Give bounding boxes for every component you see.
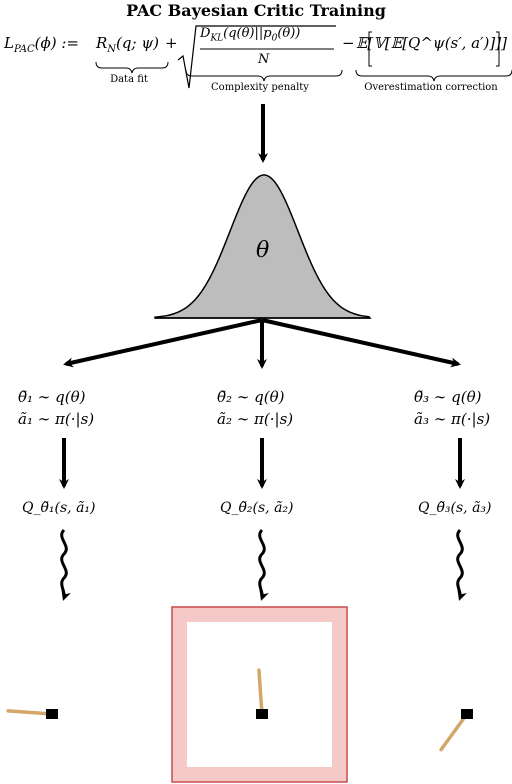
squiggle-arrow-2	[258, 528, 269, 601]
arrow-to-branch-3	[261, 318, 461, 368]
q-value-2: Q_θ̃₂(s, ã₂)	[220, 500, 294, 516]
action-sample-3: ã₃ ∼ π(·|s)	[414, 410, 491, 428]
theta-sample-2: θ̃₂ ∼ q(θ)	[217, 388, 285, 406]
squiggle-arrow-3	[456, 528, 467, 601]
distribution-symbol: θ	[256, 238, 270, 263]
arrow-to-branch-1	[63, 318, 263, 368]
pendulum-environment-2	[256, 668, 268, 719]
formula-complexity-denominator: N	[258, 52, 270, 67]
pendulum-rod	[257, 668, 264, 716]
right-bracket	[496, 31, 500, 67]
squiggle-arrow-1	[60, 528, 71, 601]
pendulum-pivot	[46, 709, 58, 719]
theta-sample-3: θ̃₃ ∼ q(θ)	[414, 388, 482, 406]
left-bracket	[368, 31, 372, 67]
action-sample-2: ã₂ ∼ π(·|s)	[217, 410, 294, 428]
pendulum-environment-3	[439, 709, 473, 752]
complexity-brace	[185, 69, 343, 82]
formula-plus: +	[165, 34, 178, 52]
pendulum-pivot	[461, 709, 473, 719]
q-value-3: Q_θ̃₃(s, ã₃)	[418, 500, 492, 516]
formula-data-fit-term: RN(q; ψ)	[96, 34, 159, 55]
data-fit-brace	[95, 61, 169, 74]
diagram-title: PAC Bayesian Critic Training	[126, 1, 386, 20]
pendulum-rod	[439, 712, 469, 752]
pendulum-pivot	[256, 709, 268, 719]
q-value-1: Q_θ̃₁(s, ã₁)	[22, 500, 96, 516]
formula-minus: −	[342, 34, 355, 52]
gaussian-distribution	[154, 174, 372, 319]
overestimation-correction-label: Overestimation correction	[364, 82, 498, 93]
data-fit-label: Data fit	[110, 74, 148, 85]
complexity-penalty-label: Complexity penalty	[211, 82, 309, 93]
sqrt-symbol	[177, 25, 336, 89]
action-sample-1: ã₁ ∼ π(·|s)	[18, 410, 95, 428]
overestimation-brace	[355, 69, 512, 82]
theta-sample-1: θ̃₁ ∼ q(θ)	[18, 388, 86, 406]
formula-lhs: LPAC(ϕ) :=	[4, 34, 79, 55]
formula-overestimation-term: 𝔼[𝕍[𝔼[Q^ψ(s′, a′)]]]	[356, 34, 507, 52]
pendulum-environment-1	[6, 709, 58, 719]
pendulum-rod	[6, 709, 54, 716]
formula-complexity-numerator: DKL(q(θ)||p0(θ))	[200, 26, 301, 44]
